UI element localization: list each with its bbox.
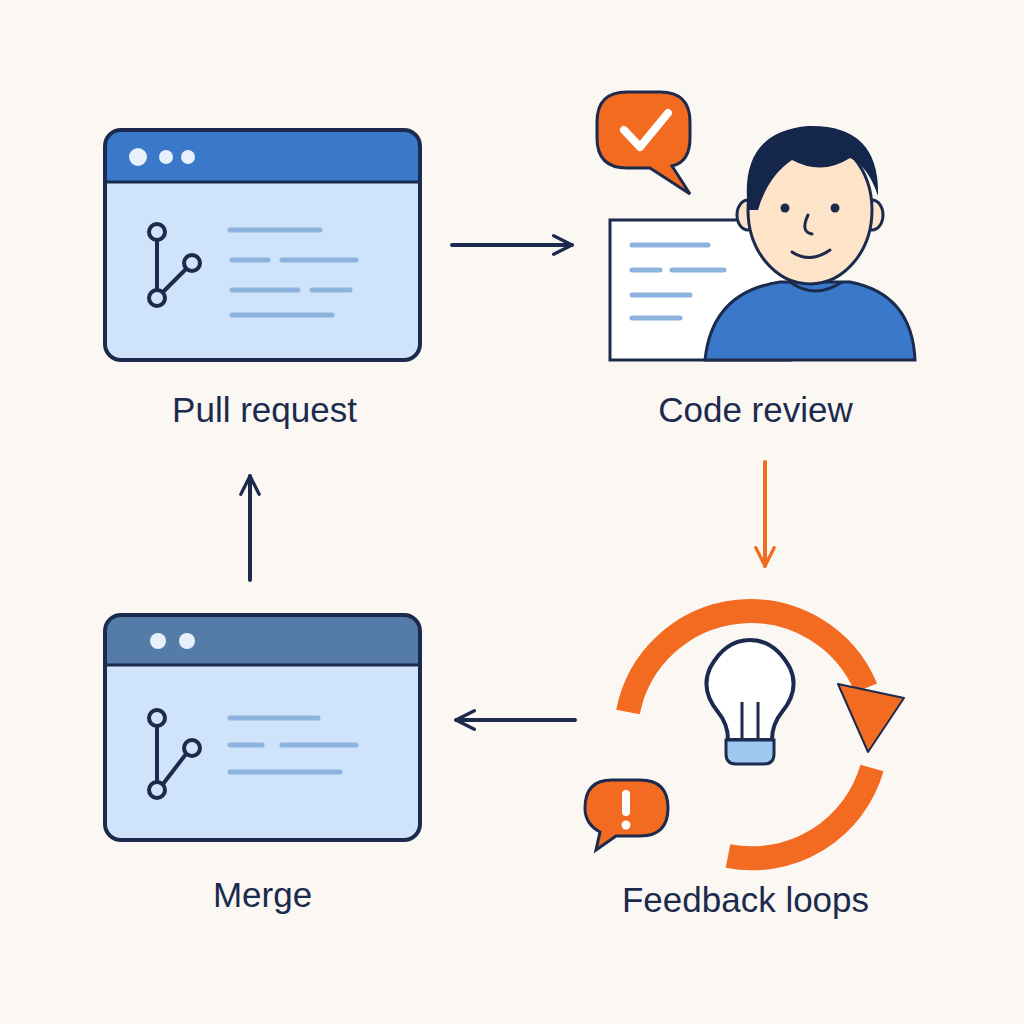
approval-bubble (597, 92, 690, 194)
window-dot (129, 148, 147, 166)
reviewer-illustration (597, 92, 915, 360)
text-placeholder-lines (230, 230, 356, 315)
window-dot (179, 633, 195, 649)
branch-dot (149, 224, 165, 240)
exclamation-dot (622, 821, 631, 830)
window-dot (181, 150, 195, 164)
flow-arrow (248, 476, 252, 580)
branch-dot (149, 290, 165, 306)
process-node: Merge (105, 615, 420, 840)
window-body (105, 615, 420, 840)
process-node: Code review (590, 88, 915, 360)
person-eye (831, 204, 840, 213)
node-label: Merge (213, 875, 312, 915)
window-outline (105, 130, 420, 360)
alert-bubble (585, 780, 668, 850)
node-label: Code review (658, 390, 853, 430)
window-title-bar (105, 615, 420, 665)
branch-line (157, 240, 186, 292)
browser-window-icon (105, 130, 420, 360)
flow-arrow (456, 718, 575, 722)
flow-arrow (763, 462, 767, 566)
branch-dot (184, 740, 200, 756)
exclamation-stroke (622, 794, 630, 812)
bulb-filament (742, 702, 758, 740)
branch-line (157, 726, 186, 784)
browser-window-icon (105, 615, 420, 840)
window-outline (105, 615, 420, 840)
person-eye (781, 204, 790, 213)
process-node: Feedback loops (575, 580, 900, 865)
cycle-arrow-arc (728, 768, 872, 858)
branch-dot (149, 710, 165, 726)
text-placeholder-lines (230, 718, 356, 772)
window-dot (150, 633, 166, 649)
window-divider (105, 664, 420, 667)
window-dot (159, 150, 173, 164)
flow-arrow (452, 243, 572, 247)
feedback-cycle-illustration (585, 611, 904, 858)
branch-dot (149, 782, 165, 798)
process-node: Pull request (105, 130, 420, 360)
node-label: Feedback loops (622, 880, 869, 920)
window-body (105, 130, 420, 360)
person-mouth (792, 250, 830, 258)
light-bulb (706, 640, 793, 740)
text-placeholder-lines (632, 245, 724, 318)
cycle-arrow-head (838, 684, 904, 752)
check-mark (624, 113, 668, 147)
node-label: Pull request (172, 390, 357, 430)
window-divider (105, 181, 420, 184)
branch-dot (184, 255, 200, 271)
person-shirt (705, 282, 915, 360)
bulb-base (726, 740, 774, 764)
person-nose (805, 215, 812, 234)
person-hair (747, 126, 878, 210)
window-title-bar (105, 130, 420, 182)
